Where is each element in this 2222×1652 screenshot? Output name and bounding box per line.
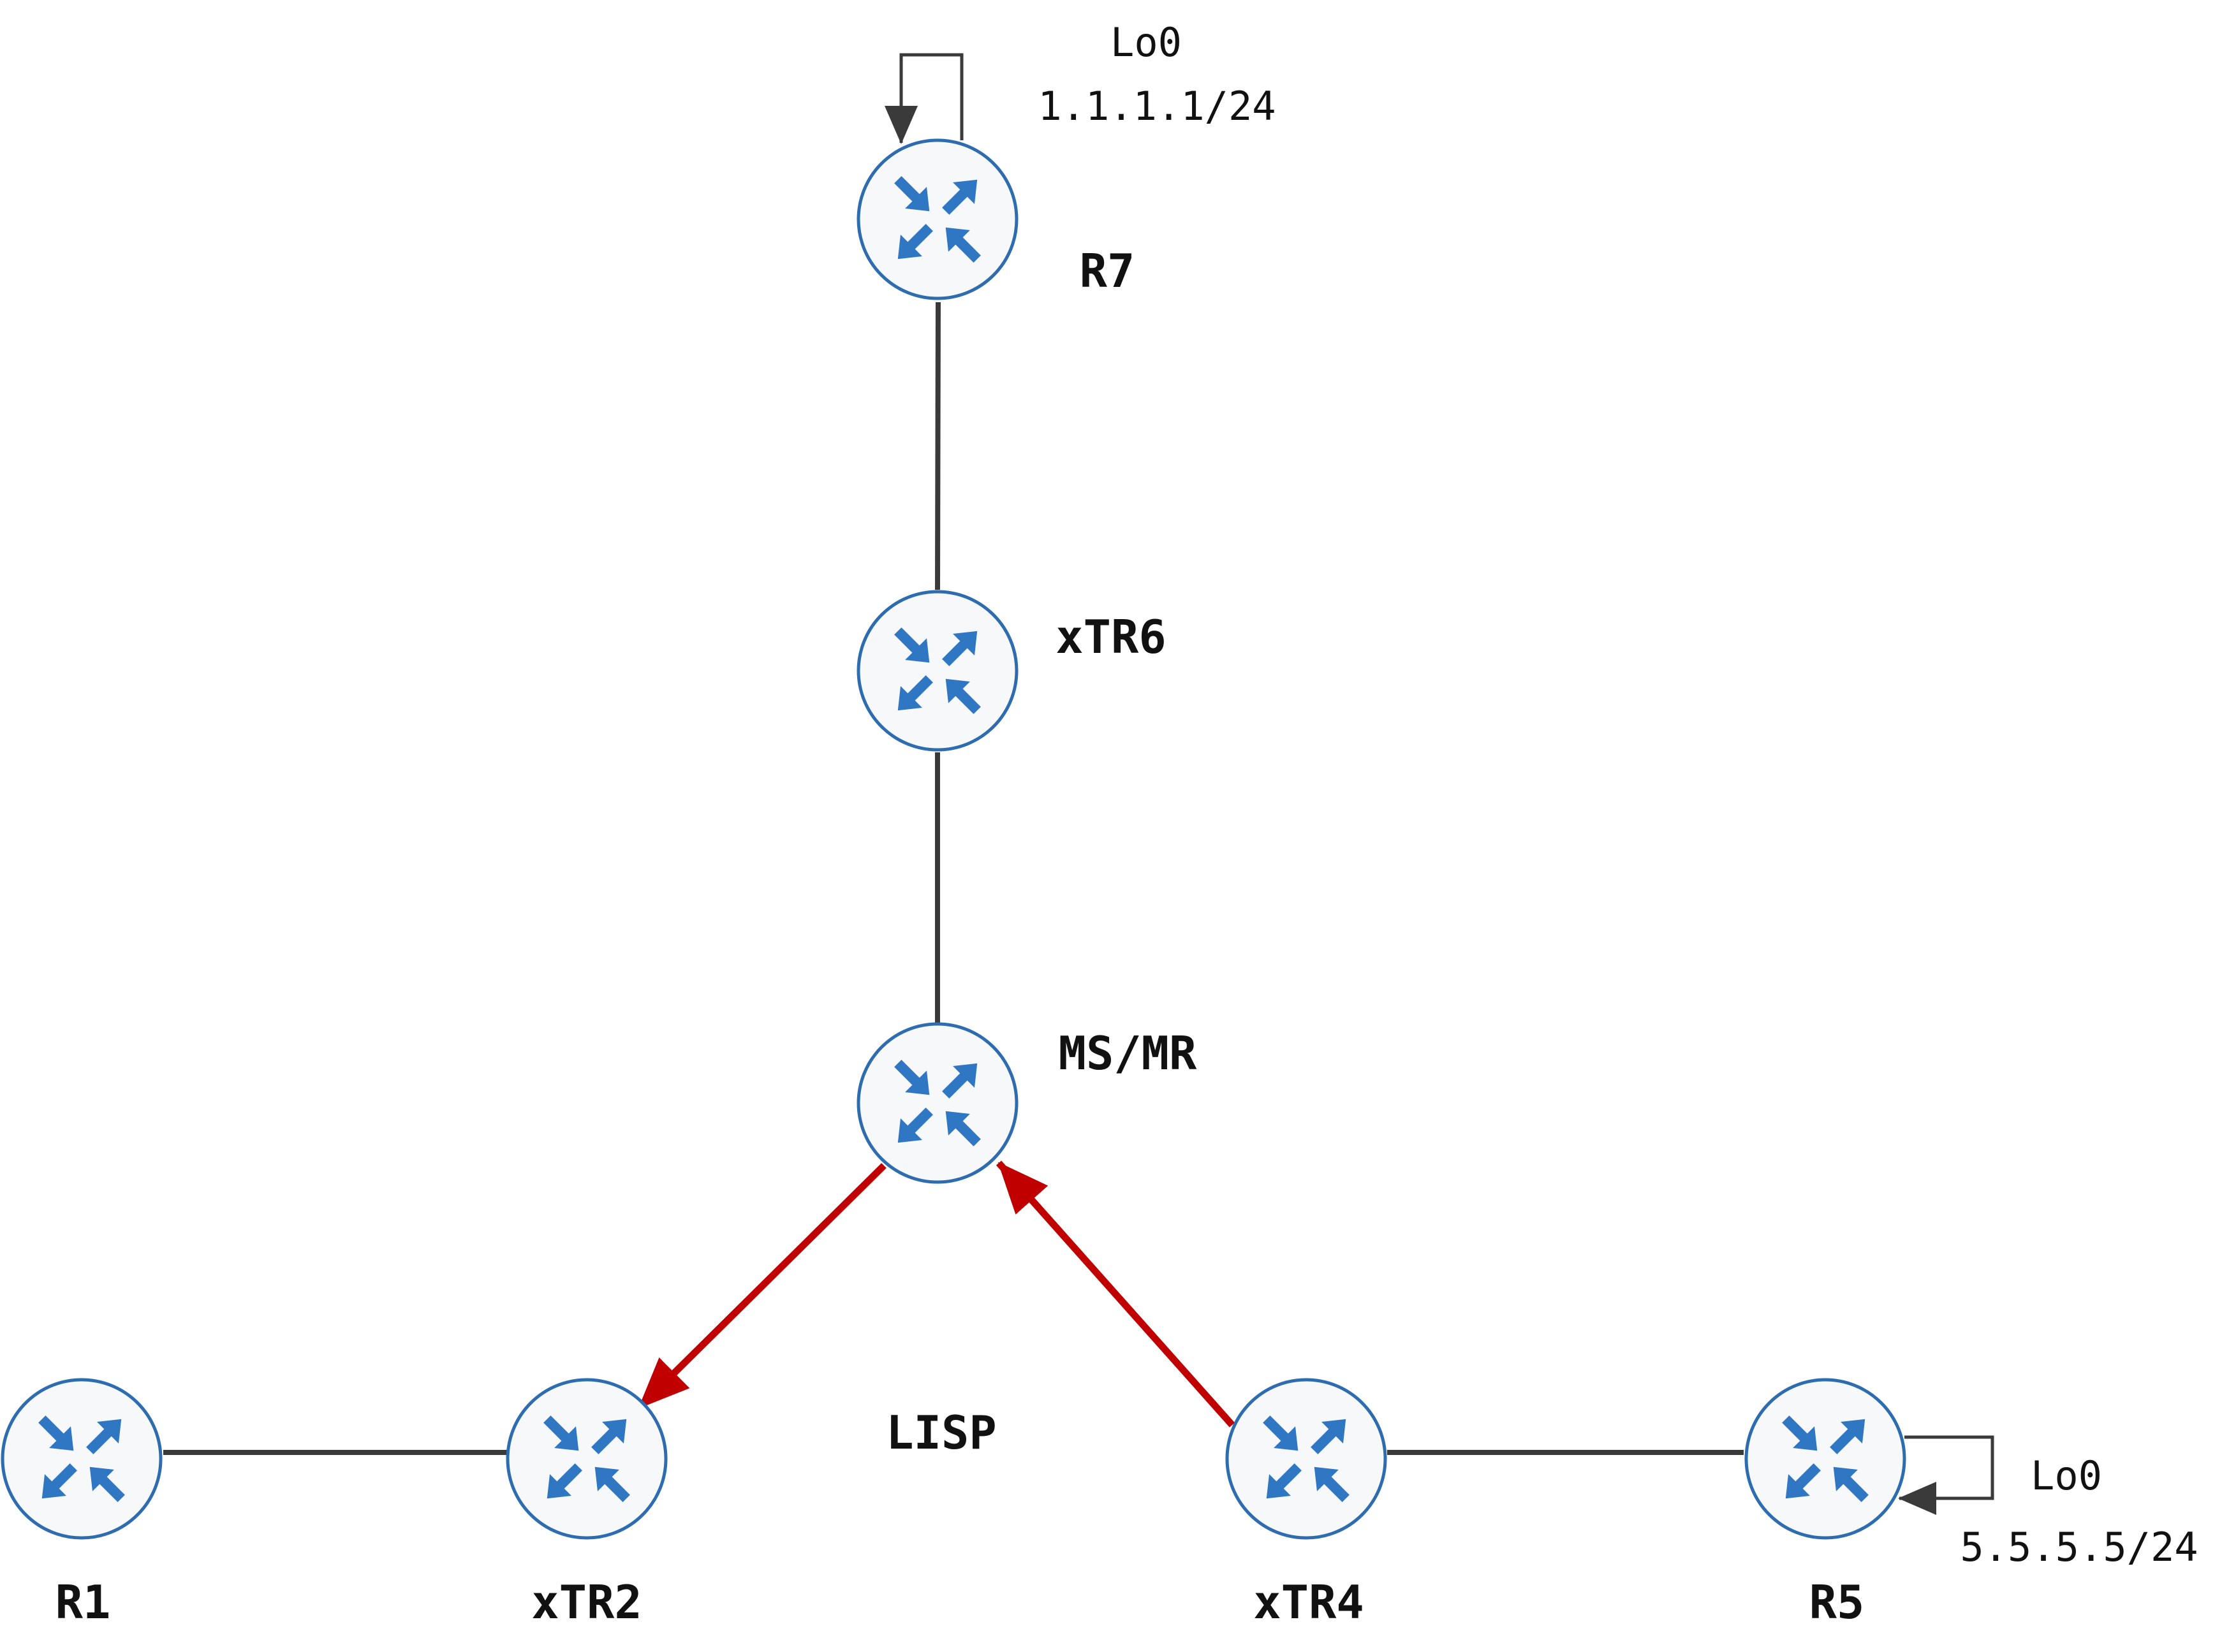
r7-loopback-ip: 1.1.1.1/24 <box>1038 83 1276 129</box>
lisp-arrow-xtr4-to-msmr <box>996 1160 1235 1428</box>
r7-loopback-arrow <box>885 53 964 144</box>
router-icon[interactable] <box>858 140 1017 298</box>
router-icon[interactable] <box>3 1380 161 1538</box>
router-label-r1: R1 <box>55 1575 111 1629</box>
router-icon[interactable] <box>1227 1380 1385 1538</box>
router-icon[interactable] <box>858 592 1017 750</box>
r5-loopback-name: Lo0 <box>2031 1452 2102 1499</box>
router-label-xtr6: xTR6 <box>1056 610 1166 664</box>
router-label-msmr: MS/MR <box>1059 1027 1197 1080</box>
r7-loopback-name: Lo0 <box>1110 19 1182 66</box>
router-icon[interactable] <box>508 1380 666 1538</box>
lisp-arrow-msmr-to-xtr2 <box>636 1163 887 1410</box>
r5-loopback-ip: 5.5.5.5/24 <box>1960 1524 2198 1570</box>
r5-loopback-arrow <box>1898 1435 1994 1515</box>
router-label-r5: R5 <box>1809 1575 1865 1629</box>
router-icon[interactable] <box>858 1024 1017 1182</box>
router-label-r7: R7 <box>1080 244 1135 298</box>
router-label-xtr4: xTR4 <box>1253 1575 1364 1629</box>
router-label-xtr2: xTR2 <box>531 1575 642 1629</box>
lisp-label: LISP <box>886 1406 996 1459</box>
router-icon[interactable] <box>1746 1380 1904 1538</box>
